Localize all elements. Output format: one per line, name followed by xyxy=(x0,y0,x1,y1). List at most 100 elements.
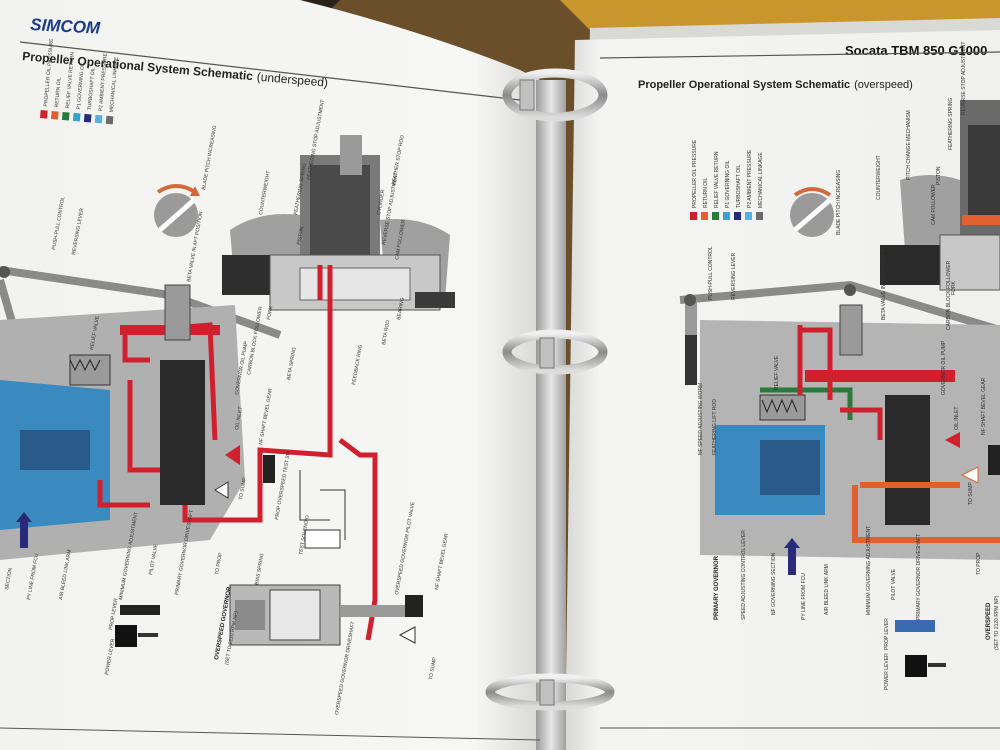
right-lever-handle xyxy=(685,335,697,385)
overspeed-pilot-valve xyxy=(340,605,410,617)
right-label-set-rpm: (SET TO 2120 RPM NP) xyxy=(994,595,1000,650)
right-label-piston: PISTON xyxy=(936,166,942,185)
right-label-prop-lever: PROP LEVER xyxy=(884,618,890,650)
bias-spring-housing xyxy=(235,600,265,630)
relief-spring xyxy=(69,358,101,372)
right-label-feathering-lift: FEATHERING LIFT ROD xyxy=(712,399,718,455)
label-prop-lever: PROP LEVER xyxy=(108,598,120,631)
right-schematic: BLADE PITCH INCREASING PUSH-PULL CONTROL… xyxy=(600,42,1000,729)
label-piston: PISTON xyxy=(296,226,305,246)
right-title: Propeller Operational System Schematic(o… xyxy=(638,79,913,91)
right-label-oil-inlet: OIL INLET xyxy=(954,407,960,430)
left-legend-swatch xyxy=(83,113,92,123)
left-legend-swatch xyxy=(40,110,48,119)
left-legend-label: P1 GOVERNING OIL xyxy=(76,62,86,110)
sump-arrow xyxy=(214,481,229,499)
right-hub-body xyxy=(939,234,1000,291)
right-py-arrow xyxy=(788,545,796,575)
left-legend-swatch xyxy=(94,114,103,124)
left-legend-label: MECHANICAL LINKAGE xyxy=(109,56,120,113)
left-legend-label: TURBOSHAFT OIL xyxy=(87,67,97,111)
right-legend-swatch xyxy=(690,212,697,220)
right-flyweights xyxy=(760,440,820,495)
right-label-counterweight: COUNTERWEIGHT xyxy=(876,155,882,200)
right-label-feathering-spring: FEATHERING SPRING xyxy=(948,97,954,150)
left-legend-swatch xyxy=(50,110,59,120)
right-counterweight xyxy=(900,175,960,250)
right-legend-swatch xyxy=(734,212,741,220)
py-line-arrow xyxy=(20,520,28,548)
right-legend-swatch xyxy=(745,212,752,220)
left-page xyxy=(0,0,560,750)
header-rule xyxy=(19,41,521,101)
label-beta-rod: BETA ROD xyxy=(381,319,391,345)
right-prop-lever-graphic xyxy=(895,620,935,632)
label-to-sump-2: TO SUMP xyxy=(428,656,438,680)
right-label-pitch-change: PITCH CHANGE MECHANISM xyxy=(906,110,912,180)
right-legend-label: PROPELLER OIL PRESSURE xyxy=(692,139,698,208)
right-spring-housing xyxy=(968,125,1000,215)
right-label-primary-governor: PRIMARY GOVERNOR xyxy=(714,555,720,620)
label-relief-valve: RELIEF VALVE xyxy=(89,315,101,350)
label-bearing: BEARING xyxy=(396,297,406,320)
right-relief-valve xyxy=(759,394,806,421)
pivot-1 xyxy=(0,266,10,278)
label-pilot-valve: PILOT VALVE xyxy=(148,543,159,575)
right-label-cam-follower: CAM FOLLOWER xyxy=(931,184,937,225)
right-legend-label: TURBOSHAFT OIL xyxy=(736,165,742,208)
right-legend-label: MECHANICAL LINKAGE xyxy=(758,152,764,208)
simcom-logo: SIMCOM xyxy=(30,15,102,38)
right-pivot-2 xyxy=(844,284,856,296)
right-label-beta-valve: BETA VALVE IN AFT POSITION xyxy=(881,248,887,320)
right-page-header: Socata TBM 850 G1000 Propeller Operation… xyxy=(599,43,1000,91)
right-label-primary-drive: PRIMARY GOVERNOR DRIVESHAFT xyxy=(916,534,922,620)
label-bias-spring: BIAS SPRING xyxy=(254,553,265,586)
binder-ring-bottom xyxy=(485,673,615,711)
right-label-pushpull: PUSH-PULL CONTROL xyxy=(708,246,714,300)
prop-lever-graphic xyxy=(120,605,160,615)
right-label-p-line: PY LINE FROM FCU xyxy=(801,573,807,620)
label-section: SECTION xyxy=(4,567,14,590)
right-label-to-sump: TO SUMP xyxy=(968,482,974,505)
right-label-nf-shaft: NF SHAFT BEVEL GEAR xyxy=(981,377,987,435)
power-lever-graphic xyxy=(115,625,137,647)
left-legend-swatch xyxy=(105,115,114,125)
py-arrow-head xyxy=(16,512,32,522)
binder-ring-top xyxy=(502,68,608,122)
right-bevel-gear xyxy=(988,445,1000,475)
overspeed-flyweights xyxy=(269,589,321,641)
feathering-spring-housing xyxy=(310,165,370,255)
right-legend-label: RELIEF VALVE RETURN xyxy=(714,151,720,208)
np-shaft-gear xyxy=(405,595,423,617)
right-shaft-block xyxy=(880,245,950,285)
right-beta-valve xyxy=(839,304,863,356)
right-relief-spring xyxy=(761,398,798,414)
right-oil-inlet-arrow xyxy=(945,432,960,448)
rotation-arrow xyxy=(156,184,197,194)
right-blade-shape xyxy=(793,198,832,232)
left-schematic: BLADE PITCH INCREASING PUSH-PULL CONTROL… xyxy=(0,99,541,741)
right-pivot-1 xyxy=(684,294,696,306)
right-legend-swatch xyxy=(723,212,730,220)
right-label-carbon-block: CARBON BLOCK FOLLOWER xyxy=(946,260,952,330)
label-to-sump: TO SUMP xyxy=(238,476,248,500)
right-pilot-bore xyxy=(885,395,930,525)
right-label-relief-valve: RELIEF VALVE xyxy=(774,355,780,390)
feather-stop-rod xyxy=(340,135,362,175)
arrow-head xyxy=(190,186,200,196)
right-header-rule xyxy=(599,51,1000,59)
right-legend-label: P2 AMBIENT PRESSURE xyxy=(747,149,753,208)
right-label-reverse-stop: REVERSE STOP ADJUSTMENT xyxy=(961,42,967,115)
left-legend-label: RELIEF VALVE RETURN xyxy=(65,51,76,108)
right-power-lever-graphic xyxy=(905,655,927,677)
label-beta-spring: BETA SPRING xyxy=(286,347,298,381)
power-lever-stem xyxy=(138,633,158,637)
right-label-air-bleed: AIR BLEED LINK ARM xyxy=(824,564,830,615)
hub-stub xyxy=(415,292,455,308)
right-oil-gallery xyxy=(805,370,955,382)
label-cylinder: CYLINDER xyxy=(376,189,386,215)
right-return-oil-lines xyxy=(852,482,1000,543)
